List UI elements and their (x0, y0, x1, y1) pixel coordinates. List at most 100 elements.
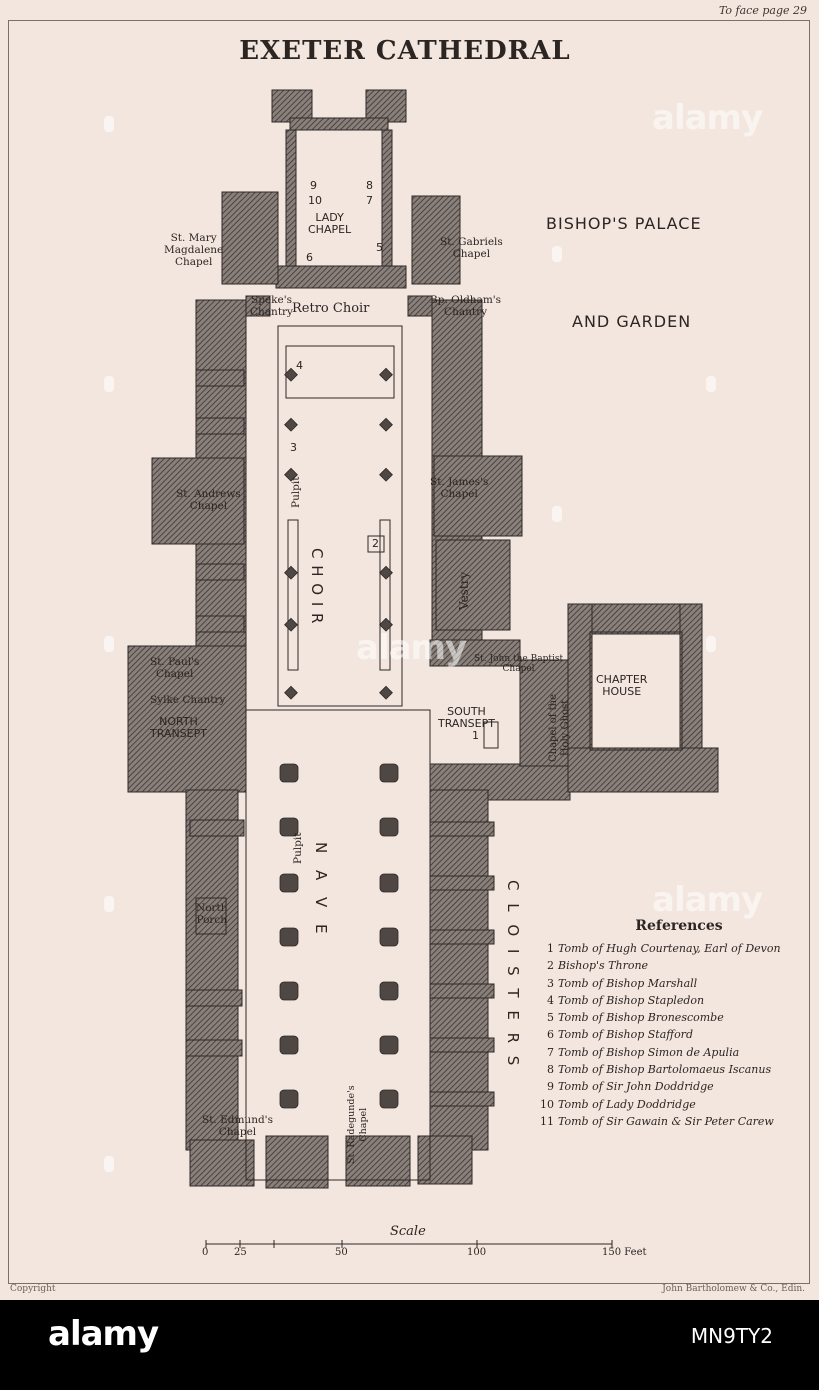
watermark-dot (552, 246, 562, 262)
plan-number-7: 7 (366, 194, 373, 207)
nave-label: N A V E (312, 842, 330, 940)
reference-number: 6 (547, 1028, 554, 1042)
reference-text: Tomb of Bishop Simon de Apulia (558, 1045, 740, 1059)
oldhams-chantry-label: Bp. Oldham's Chantry (430, 294, 502, 318)
west-front-r (345, 1135, 411, 1187)
aisle-buttress (195, 417, 245, 435)
spekes-chantry-label: Speke's Chantry (250, 294, 293, 318)
magdalene-chapel-block (221, 191, 279, 285)
north-porch-inner (195, 897, 227, 935)
plan-number-2: 2 (372, 537, 379, 550)
cloister-buttress (429, 983, 495, 999)
nave-wall-n (185, 789, 239, 1151)
watermark-logo: alamy (652, 880, 763, 920)
reference-number: 10 (540, 1097, 554, 1111)
tomb-1 (483, 721, 499, 749)
holy-ghost-chapel-label: Chapel of the Holy Ghost (548, 693, 571, 762)
lady-chapel-base (275, 265, 407, 289)
south-transept-label: SOUTH TRANSEPT (438, 705, 495, 730)
scale-tick-25: 25 (234, 1247, 247, 1258)
reference-number: 1 (547, 942, 554, 955)
reference-item: 6 Tomb of Bishop Stafford (540, 1026, 810, 1043)
plan-number-6: 6 (306, 251, 313, 264)
cloister-buttress (429, 1037, 495, 1053)
watermark-dot (706, 636, 716, 652)
st-andrews-block (151, 457, 245, 545)
st-james-chapel-label: St. James's Chapel (430, 476, 489, 500)
watermark-dot (706, 376, 716, 392)
lady-chapel-wall-w (285, 129, 297, 281)
nave-piers (279, 763, 399, 1109)
gabriels-chapel-label: St. Gabriels Chapel (440, 236, 503, 260)
gabriels-chapel-block (411, 195, 461, 285)
page-note: To face page 29 (718, 4, 807, 17)
st-john-baptist-chapel-label: St. John the Baptist Chapel (474, 654, 564, 674)
vestry-block (435, 539, 511, 631)
west-front-n (189, 1139, 255, 1187)
watermark-logo: alamy (356, 628, 467, 668)
reference-item: 9 Tomb of Sir John Doddridge (540, 1078, 810, 1095)
plan-number-9: 9 (310, 179, 317, 192)
aisle-buttress (195, 615, 245, 633)
magdalene-chapel-label: St. Mary Magdalene Chapel (164, 232, 224, 268)
reference-number: 5 (547, 1011, 554, 1025)
chapter-house-label: CHAPTER HOUSE (596, 673, 648, 698)
west-front-c (265, 1135, 329, 1189)
aisle-buttress (189, 819, 245, 837)
lady-chapel-wall-e (381, 129, 393, 281)
chapter-house-wall-w (567, 603, 593, 765)
aisle-buttress (195, 369, 245, 387)
publisher-note: John Bartholomew & Co., Edin. (662, 1284, 805, 1294)
references-title: References (635, 918, 723, 934)
reference-item: 10 Tomb of Lady Doddridge (540, 1096, 810, 1113)
choir-label: C H O I R (308, 548, 326, 625)
watermark-dot (104, 636, 114, 652)
reference-number: 7 (547, 1045, 554, 1059)
palace-label-line1: BISHOP'S PALACE (546, 214, 702, 233)
reference-number: 4 (547, 993, 554, 1007)
watermark-dot (104, 376, 114, 392)
watermark-dot (104, 896, 114, 912)
east-buttress-left (271, 89, 313, 123)
scale-tick-0: 0 (202, 1247, 209, 1258)
reference-number: 2 (547, 959, 554, 973)
reference-item: 7 Tomb of Bishop Simon de Apulia (540, 1044, 810, 1061)
reference-number: 8 (547, 1063, 554, 1077)
south-transept-wall (429, 639, 521, 667)
reference-text: Tomb of Lady Doddridge (558, 1097, 696, 1111)
retro-choir-label: Retro Choir (292, 301, 370, 316)
reference-number: 3 (547, 976, 554, 990)
nave-pulpit-label: Pulpit (292, 832, 304, 865)
palace-label-line2: AND GARDEN (572, 312, 692, 331)
aisle-buttress (195, 563, 245, 581)
reference-text: Tomb of Hugh Courtenay, Earl of Devon (558, 942, 781, 955)
scale-tick-50: 50 (335, 1247, 348, 1258)
st-edmunds-chapel-label: St. Edmund's Chapel (202, 1114, 273, 1138)
plan-number-4: 4 (296, 359, 303, 372)
reference-number: 9 (547, 1080, 554, 1094)
reference-text: Tomb of Sir John Doddridge (558, 1080, 714, 1094)
cathedral-plan (127, 89, 719, 1248)
reference-text: Tomb of Bishop Stafford (558, 1028, 693, 1042)
chapter-house-wall-e (679, 603, 703, 765)
retro-choir-s (407, 295, 433, 317)
cloister-buttress (429, 929, 495, 945)
reference-number: 11 (540, 1114, 554, 1128)
north-porch-label: North Porch (196, 902, 228, 926)
stock-brand-logo: alamy (48, 1314, 159, 1354)
nave-outline (245, 709, 431, 1181)
sylke-chantry-label: Sylke Chantry (150, 694, 226, 706)
cloisters-label: C L O I S T E R S (504, 880, 522, 1070)
east-buttress-right (365, 89, 407, 123)
plan-number-3: 3 (290, 441, 297, 454)
west-front-s (417, 1135, 473, 1185)
choir-stalls (287, 519, 299, 671)
map-frame (8, 20, 810, 1284)
map-sheet: To face page 29 EXETER CATHEDRAL (0, 0, 819, 1300)
